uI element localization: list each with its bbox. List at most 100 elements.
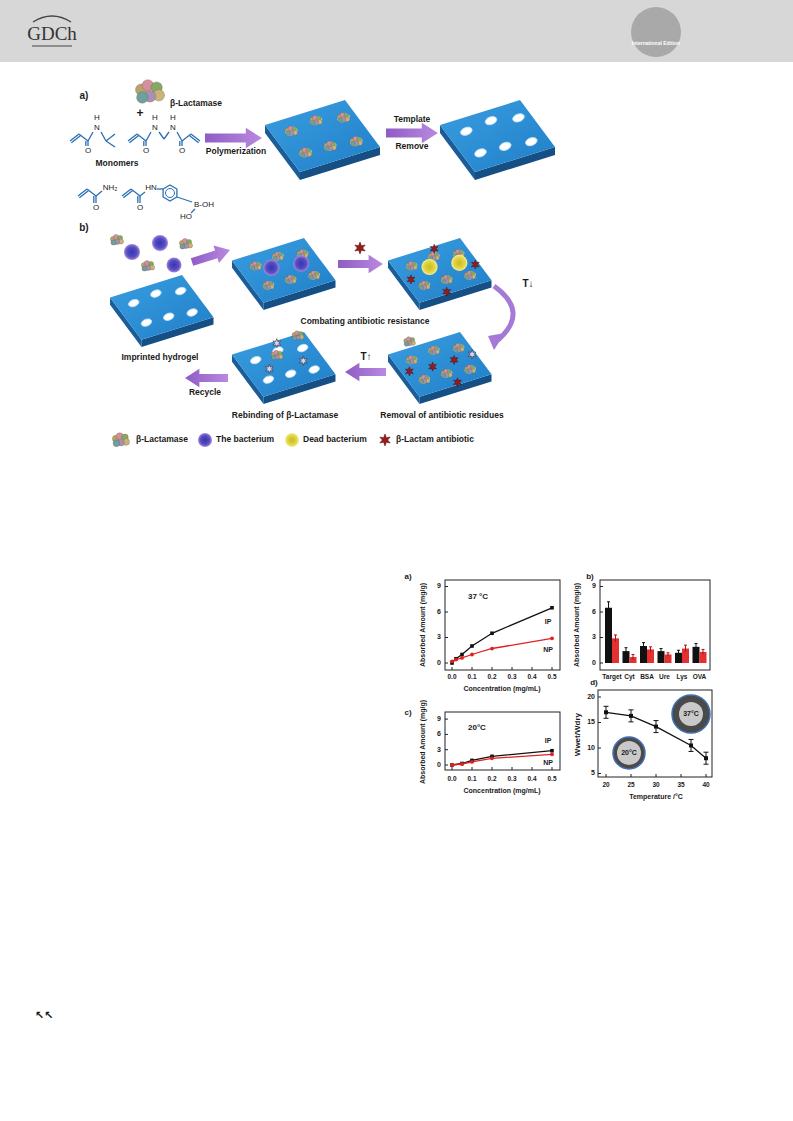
imprint-cavity — [308, 270, 320, 280]
enzyme-icon — [271, 350, 283, 360]
text-label: 20 — [602, 781, 609, 788]
imprint-cavity — [337, 112, 351, 123]
enzyme-lobe — [180, 244, 185, 249]
tick — [445, 612, 448, 613]
edition-badge — [631, 7, 681, 57]
text-label: 37°C — [683, 710, 699, 718]
error-bar — [615, 635, 616, 642]
error-bar — [696, 643, 697, 650]
hydrogel-slab — [232, 332, 336, 397]
text-label: 0.0 — [447, 673, 456, 680]
imprint-cavity — [249, 355, 261, 365]
text-label: NP — [543, 759, 553, 767]
error-bar — [633, 655, 634, 660]
enzyme-lobe — [286, 131, 291, 136]
process-arrow — [191, 246, 230, 266]
error-bar — [643, 643, 644, 650]
chemical-bond — [164, 132, 169, 139]
text-label: O — [143, 146, 149, 155]
enzyme-icon — [404, 337, 416, 347]
imprint-cavity — [418, 375, 430, 385]
chemical-bond — [143, 141, 144, 146]
data-marker — [490, 631, 494, 635]
text-label: BSA — [640, 673, 654, 680]
imprint-cavity — [405, 355, 417, 365]
tick — [492, 767, 493, 770]
error-bar — [660, 648, 663, 649]
text-label: 6 — [437, 608, 441, 616]
text-label: + — [136, 107, 143, 121]
text-label: 3 — [437, 633, 441, 641]
text-label: GDCh — [27, 23, 77, 45]
error-bar — [667, 652, 670, 653]
error-bar — [689, 751, 694, 752]
text-label: Recycle — [189, 388, 221, 398]
text-label: T↑ — [360, 351, 371, 363]
imprint-cavity — [418, 281, 430, 291]
data-marker — [550, 752, 554, 756]
enzyme-icon — [272, 252, 283, 261]
chemical-bond — [85, 141, 86, 146]
enzyme-icon — [465, 271, 476, 280]
data-line — [452, 751, 552, 765]
imprint-cavity — [127, 298, 139, 308]
error-bar — [684, 645, 687, 646]
tick — [445, 663, 448, 664]
tick — [452, 667, 453, 670]
tick — [600, 663, 603, 664]
text-label: 37 °C — [468, 592, 488, 601]
chemical-bond — [96, 191, 102, 196]
error-bar — [626, 648, 627, 655]
enzyme-lobe — [324, 146, 329, 151]
data-marker — [450, 763, 454, 767]
tick — [552, 667, 553, 670]
chemical-bond — [177, 197, 192, 202]
plot-frame — [598, 690, 712, 777]
enzyme-icon — [465, 365, 476, 374]
enzyme-lobe — [142, 266, 147, 271]
imprint-cavity — [308, 364, 320, 374]
enzyme-icon — [337, 113, 350, 123]
text-label: 0.1 — [467, 673, 476, 680]
enzyme-lobe — [351, 142, 356, 147]
antibiotic-star — [380, 434, 390, 446]
enzyme-icon — [406, 261, 417, 270]
antibiotic-star — [406, 367, 414, 376]
cooling-arrow — [494, 286, 513, 340]
error-bar — [649, 646, 652, 647]
legend-text: The bacterium — [216, 435, 274, 445]
bar — [612, 638, 619, 663]
text-label: 9 — [592, 582, 596, 590]
text-label: 3 — [437, 746, 441, 754]
text-label: 6 — [437, 730, 441, 738]
imprint-cavity — [524, 136, 538, 147]
enzyme-lobe — [406, 360, 410, 364]
chemical-bond — [95, 196, 96, 203]
enzyme-icon — [441, 369, 452, 378]
antibiotic-star — [299, 356, 307, 365]
enzyme-icon — [406, 355, 417, 364]
text-label: 20 — [587, 693, 595, 701]
enzyme-icon — [110, 234, 123, 245]
chemical-bond — [137, 134, 146, 141]
text-label: 0.2 — [487, 775, 496, 782]
data-marker — [460, 762, 464, 766]
text-label: 10 — [587, 744, 595, 752]
error-bar — [625, 647, 628, 648]
text-label: Remove — [395, 142, 428, 152]
chemical-bond — [137, 196, 138, 203]
text-label: T↓ — [522, 278, 533, 290]
process-arrow — [345, 363, 386, 381]
error-bar — [695, 643, 698, 644]
error-bar — [661, 649, 662, 654]
error-bar — [654, 720, 659, 721]
tick — [656, 774, 657, 777]
text-label: 0.0 — [447, 775, 456, 782]
text-label: 20°C — [468, 723, 486, 732]
enzyme-icon — [141, 260, 154, 271]
enzyme-lobe — [441, 374, 445, 378]
arrow-head — [488, 333, 505, 350]
tick — [600, 612, 603, 613]
text-label: Concentration (mg/mL) — [464, 787, 541, 795]
